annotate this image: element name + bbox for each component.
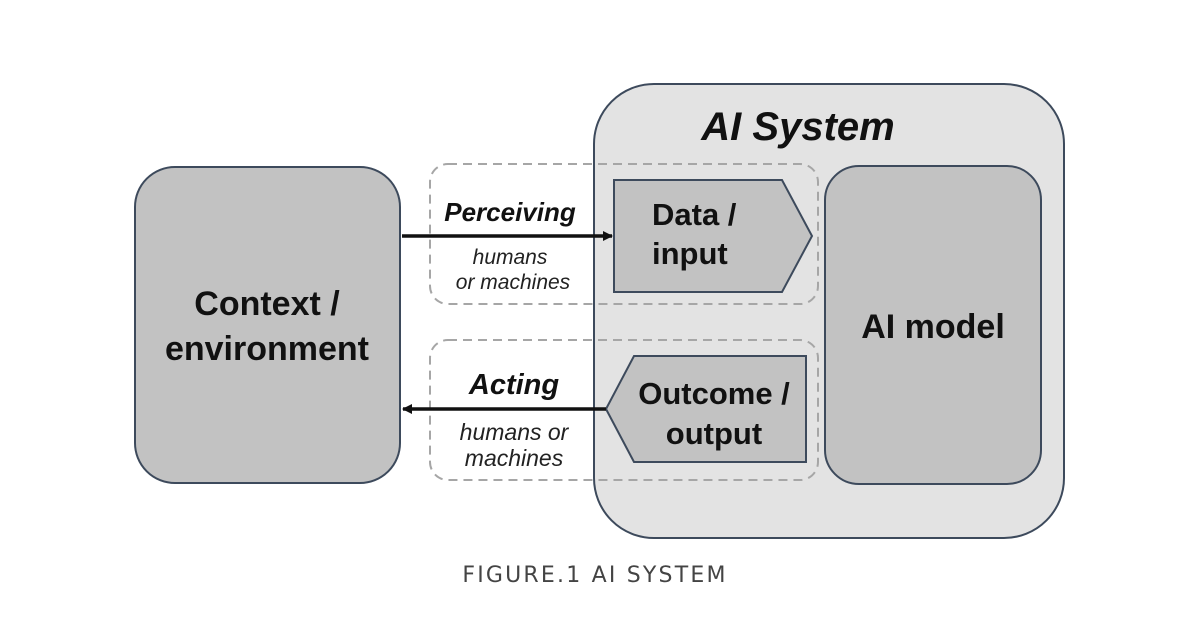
data-input-box	[613, 179, 814, 293]
system-title: AI System	[700, 105, 894, 149]
perceiving-label: Perceiving	[444, 197, 576, 227]
outcome-label-line-2: output	[666, 416, 762, 451]
outcome-output-box	[604, 355, 807, 463]
figure-caption: FIGURE.1 AI SYSTEM	[462, 563, 728, 588]
acting-label: Acting	[468, 369, 560, 401]
perceiving-sub-line-2: or machines	[456, 271, 571, 294]
context-environment-box	[134, 166, 401, 484]
acting-sub-line-1: humans or	[460, 419, 570, 445]
acting-sub-line-2: machines	[465, 445, 564, 471]
context-label-line-1: Context /	[194, 285, 340, 323]
data-input-label-line-2: input	[652, 236, 728, 271]
ai-model-box	[824, 165, 1042, 485]
ai-model-label: AI model	[861, 308, 1005, 346]
data-input-label-line-1: Data /	[652, 197, 737, 232]
perceiving-sub-line-1: humans	[473, 246, 548, 269]
outcome-label-line-1: Outcome /	[638, 376, 790, 411]
context-label-line-2: environment	[165, 330, 369, 368]
